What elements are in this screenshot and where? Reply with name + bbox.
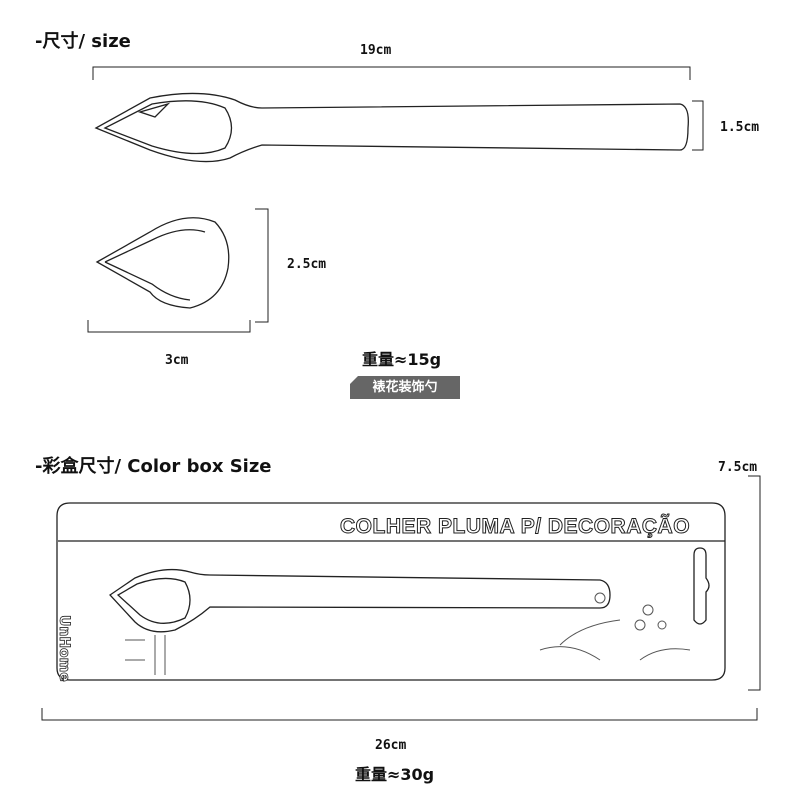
box-height-label: 7.5cm <box>718 460 758 475</box>
head-width-label: 3cm <box>165 353 189 368</box>
box-title: COLHER PLUMA P/ DECORAÇÃO <box>339 515 691 539</box>
weight-label: 重量≈15g <box>362 350 442 369</box>
handle-width-label: 1.5cm <box>720 120 760 135</box>
color-box-drawing <box>56 502 726 681</box>
brand-logo: UnHome <box>56 615 73 683</box>
length-label: 19cm <box>360 43 392 58</box>
box-weight-label: 重量≈30g <box>355 765 435 784</box>
box-section-title: -彩盒尺寸/ Color box Size <box>35 456 272 477</box>
spoon-head-drawing <box>95 217 230 309</box>
size-section-title: -尺寸/ size <box>35 31 131 52</box>
spoon-drawing <box>94 92 689 163</box>
product-name-badge: 裱花装饰勺 <box>350 376 460 399</box>
box-length-label: 26cm <box>375 738 407 753</box>
dimension-lines <box>41 66 761 721</box>
head-height-label: 2.5cm <box>287 257 327 272</box>
